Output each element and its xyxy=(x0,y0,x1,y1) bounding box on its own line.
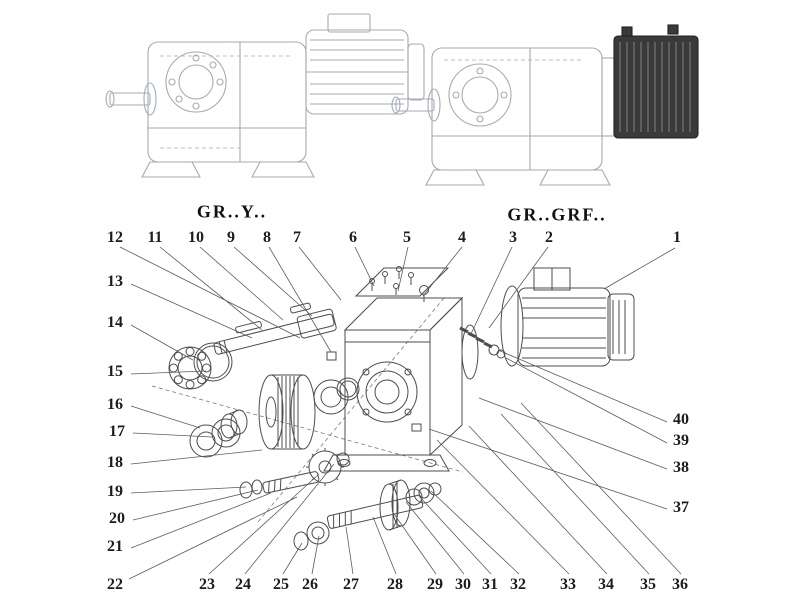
callout-33: 33 xyxy=(560,576,576,593)
callout-30: 30 xyxy=(455,576,471,593)
adapter-bolts-drawing xyxy=(459,326,506,359)
callout-4: 4 xyxy=(458,229,466,246)
callout-36: 36 xyxy=(672,576,688,593)
motor-drawing xyxy=(500,267,635,367)
callout-7: 7 xyxy=(293,229,301,246)
callout-28: 28 xyxy=(387,576,403,593)
callout-15: 15 xyxy=(107,363,123,380)
callout-39: 39 xyxy=(673,432,689,449)
callout-38: 38 xyxy=(673,459,689,476)
callout-32: 32 xyxy=(510,576,526,593)
callout-17: 17 xyxy=(109,423,125,440)
callout-35: 35 xyxy=(640,576,656,593)
callout-37: 37 xyxy=(673,499,689,516)
callout-26: 26 xyxy=(302,576,318,593)
callout-9: 9 xyxy=(227,229,235,246)
callout-16: 16 xyxy=(107,396,123,413)
housing-drawing xyxy=(323,266,479,472)
callout-27: 27 xyxy=(343,576,359,593)
callout-23: 23 xyxy=(199,576,215,593)
callout-25: 25 xyxy=(273,576,289,593)
callout-40: 40 xyxy=(673,411,689,428)
callout-6: 6 xyxy=(349,229,357,246)
callout-8: 8 xyxy=(263,229,271,246)
main-gear-drawing xyxy=(258,374,316,450)
callout-18: 18 xyxy=(107,454,123,471)
callout-3: 3 xyxy=(509,229,517,246)
callout-13: 13 xyxy=(107,273,123,290)
callout-29: 29 xyxy=(427,576,443,593)
output-shaft-drawing xyxy=(293,479,442,551)
callout-24: 24 xyxy=(235,576,251,593)
callout-2: 2 xyxy=(545,229,553,246)
callout-1: 1 xyxy=(673,229,681,246)
callout-12: 12 xyxy=(107,229,123,246)
callout-11: 11 xyxy=(147,229,163,246)
callout-20: 20 xyxy=(109,510,125,527)
key-drawing xyxy=(326,351,337,361)
projection-lines xyxy=(151,297,464,523)
callout-22: 22 xyxy=(107,576,123,593)
callout-5: 5 xyxy=(403,229,411,246)
gr-grf-figure xyxy=(391,24,699,186)
model-label-gr-y: GR..Y.. xyxy=(196,201,268,222)
leader-lines xyxy=(119,246,682,580)
gr-y-figure xyxy=(105,13,425,178)
callout-21: 21 xyxy=(107,538,123,555)
callout-31: 31 xyxy=(482,576,498,593)
input-bearings-drawing xyxy=(168,342,248,458)
model-label-gr-grf: GR..GRF.. xyxy=(507,204,607,225)
callout-19: 19 xyxy=(107,483,123,500)
gear-bearing-drawing xyxy=(313,377,360,415)
callout-34: 34 xyxy=(598,576,614,593)
callout-14: 14 xyxy=(107,314,123,331)
exploded-view xyxy=(151,266,635,551)
callout-10: 10 xyxy=(188,229,204,246)
